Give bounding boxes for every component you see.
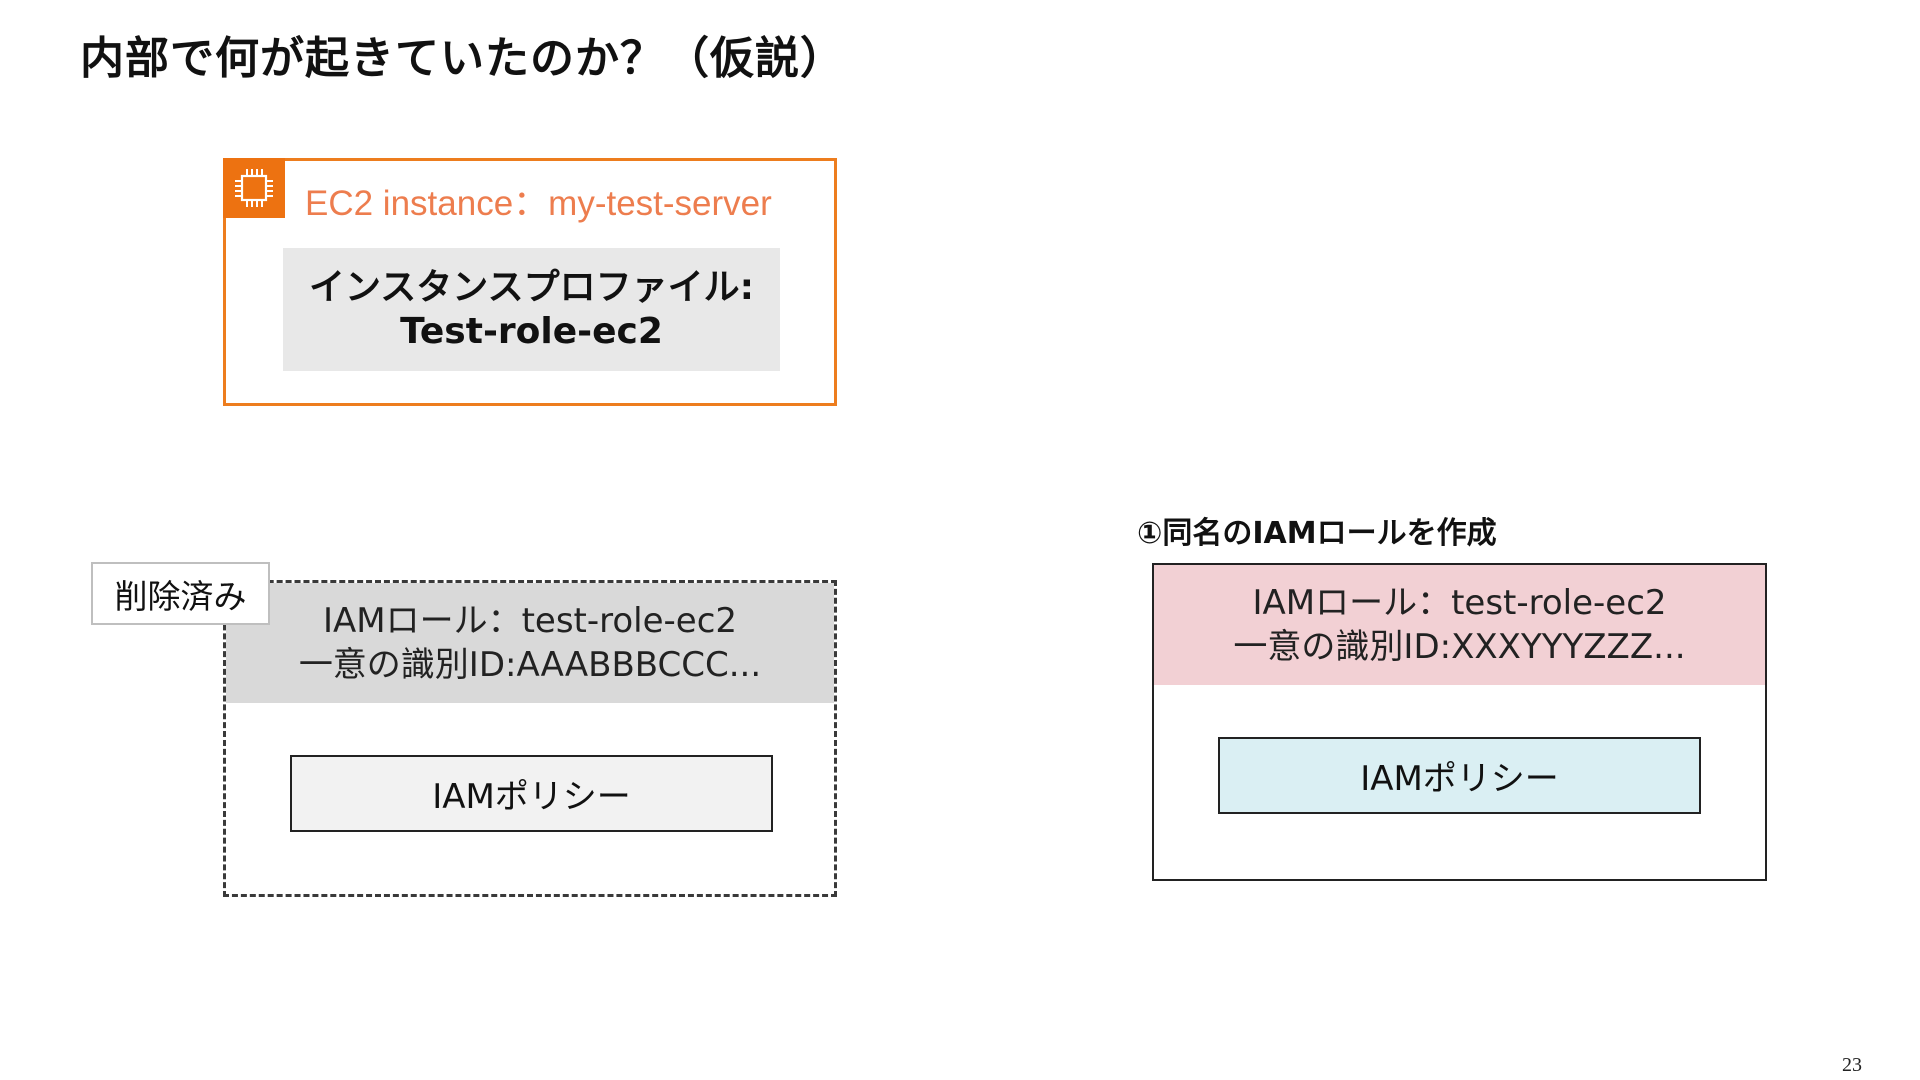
instance-profile-name: Test-role-ec2 xyxy=(400,310,663,352)
deleted-role-unique-id: 一意の識別ID:AAABBBCCC... xyxy=(298,645,762,685)
deleted-badge: 削除済み xyxy=(91,562,270,625)
ec2-instance-label: EC2 instance：my-test-server xyxy=(305,184,772,223)
deleted-role-name: IAMロール：test-role-ec2 xyxy=(322,601,738,641)
new-role-header: IAMロール：test-role-ec2 一意の識別ID:XXXYYYZZZ..… xyxy=(1154,565,1765,685)
new-role-name: IAMロール：test-role-ec2 xyxy=(1252,583,1667,623)
new-role-unique-id: 一意の識別ID:XXXYYYZZZ... xyxy=(1233,627,1686,667)
instance-profile-box: インスタンスプロファイル: Test-role-ec2 xyxy=(283,248,780,371)
new-role-frame xyxy=(1152,563,1767,881)
slide-title: 内部で何が起きていたのか？（仮説） xyxy=(80,33,845,84)
instance-profile-title: インスタンスプロファイル: xyxy=(309,266,754,308)
chip-icon xyxy=(223,158,285,218)
page-number: 23 xyxy=(1842,1054,1862,1076)
new-role-policy: IAMポリシー xyxy=(1218,737,1701,814)
step-1-label: ①同名のIAMロールを作成 xyxy=(1137,516,1497,551)
ec2-instance-frame xyxy=(223,158,837,406)
deleted-role-frame xyxy=(223,580,837,897)
deleted-role-header: IAMロール：test-role-ec2 一意の識別ID:AAABBBCCC..… xyxy=(226,583,834,703)
deleted-role-policy: IAMポリシー xyxy=(290,755,773,832)
